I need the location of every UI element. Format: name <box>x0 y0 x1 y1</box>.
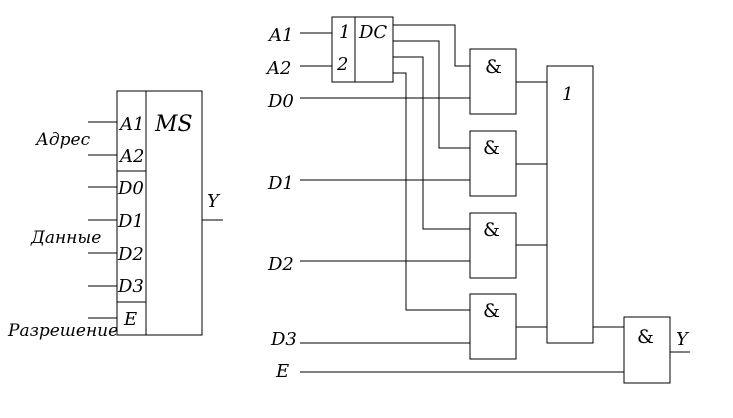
final-and-gate-body <box>623 316 671 384</box>
input-label-e: E <box>275 361 289 382</box>
wire-dc-out-3 <box>393 72 470 311</box>
and-gate-1: & <box>469 130 517 197</box>
decoder-input-2: 2 <box>336 54 348 75</box>
ms-pin-d3: D3 <box>117 276 144 297</box>
or-gate: 1 <box>546 65 594 344</box>
and-gate-3-label: & <box>483 300 500 322</box>
input-label-d0: D0 <box>267 91 294 112</box>
ms-pin-e: E <box>123 309 137 330</box>
ms-pin-column <box>116 90 147 336</box>
final-and-gate: & <box>623 316 671 384</box>
ms-pin-d0: D0 <box>117 178 144 199</box>
ms-title: MS <box>154 112 193 137</box>
input-label-a2: A2 <box>265 58 291 79</box>
ms-pin-d2: D2 <box>117 244 144 265</box>
or-gate-body <box>546 65 594 344</box>
input-label-d1: D1 <box>267 173 294 194</box>
and-gate-0: & <box>469 48 517 115</box>
input-label-d2: D2 <box>267 254 294 275</box>
ms-output-label: Y <box>207 191 221 212</box>
and-gate-3: & <box>469 293 517 360</box>
final-and-gate-label: & <box>637 326 654 348</box>
wire-dc-out-1 <box>393 40 470 149</box>
mux-circuit: A1 A2 D0 D1 D2 D3 E 1 2 DC & <box>265 16 690 384</box>
decoder-body <box>354 16 394 83</box>
wire-dc-out-2 <box>393 56 470 230</box>
decoder-title: DC <box>358 22 387 43</box>
enable-group-label: Разрешение <box>7 321 118 341</box>
wire-dc-out-0 <box>393 24 470 67</box>
and-gate-0-body <box>469 48 517 115</box>
or-gate-label: 1 <box>562 84 573 105</box>
ms-pin-a1: A1 <box>118 114 144 135</box>
decoder-input-1: 1 <box>339 22 350 43</box>
data-group-label: Данные <box>30 228 101 248</box>
and-gate-1-body <box>469 130 517 197</box>
input-label-d3: D3 <box>270 329 297 350</box>
input-label-a1: A1 <box>267 25 293 46</box>
ms-pin-a2: A2 <box>118 146 144 167</box>
and-gate-2-label: & <box>483 219 500 241</box>
ms-symbol: A1 A2 D0 D1 D2 D3 E MS Y Адрес Данные Ра… <box>7 90 223 341</box>
ms-pin-d1: D1 <box>117 211 144 232</box>
ms-body <box>145 90 203 336</box>
address-group-label: Адрес <box>35 130 91 150</box>
and-gate-0-label: & <box>485 56 502 78</box>
and-gate-1-label: & <box>483 137 500 159</box>
output-label-y: Y <box>676 329 690 350</box>
and-gate-2: & <box>469 212 517 279</box>
and-gate-2-body <box>469 212 517 279</box>
